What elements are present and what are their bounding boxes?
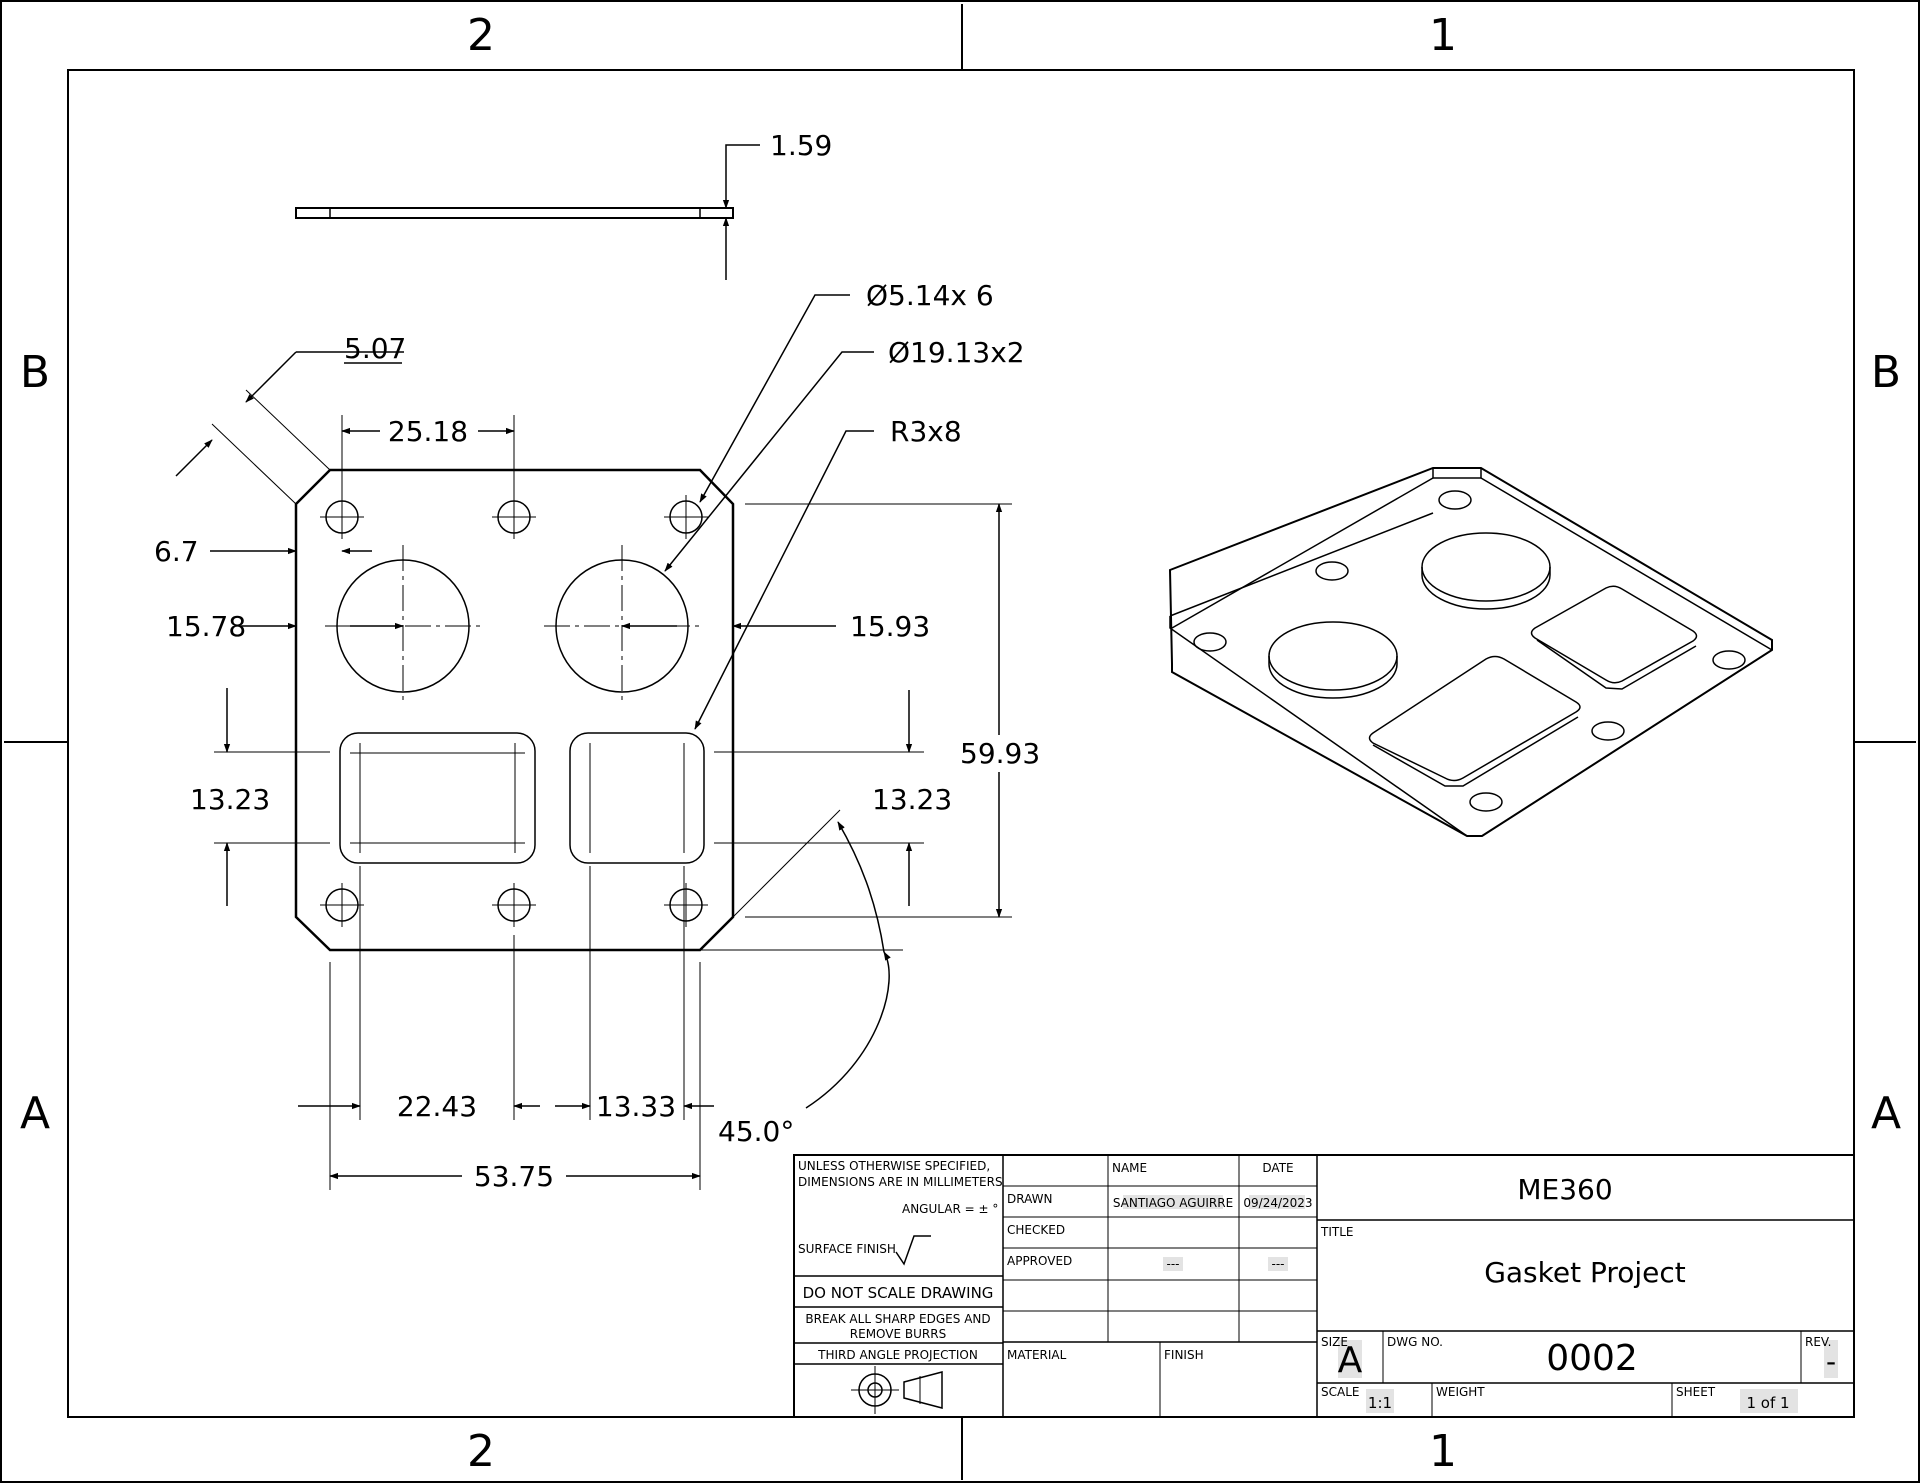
zone-label-left-a: A bbox=[20, 1088, 50, 1139]
revision: - bbox=[1826, 1345, 1836, 1378]
zone-label-top-1: 1 bbox=[1429, 10, 1457, 61]
dim-right-circle-offset: 15.93 bbox=[850, 610, 930, 643]
tolerance-note-line-2: DIMENSIONS ARE IN MILLIMETERS bbox=[798, 1175, 1003, 1189]
do-not-scale-note: DO NOT SCALE DRAWING bbox=[803, 1284, 994, 1302]
scale-label: SCALE bbox=[1321, 1385, 1359, 1399]
sheet-number: 1 of 1 bbox=[1746, 1394, 1789, 1412]
name-column-header: NAME bbox=[1112, 1161, 1147, 1175]
drawn-date: 09/24/2023 bbox=[1243, 1196, 1312, 1210]
drawn-name: SANTIAGO AGUIRRE bbox=[1113, 1196, 1233, 1210]
dim-top-hole-spacing: 25.18 bbox=[388, 415, 468, 448]
dim-overall-width: 53.75 bbox=[474, 1160, 554, 1193]
rect-slot-left bbox=[339, 732, 536, 864]
approved-label: APPROVED bbox=[1007, 1254, 1072, 1268]
projection-label: THIRD ANGLE PROJECTION bbox=[817, 1348, 978, 1362]
surface-finish-label: SURFACE FINISH bbox=[798, 1242, 896, 1256]
break-edges-line-1: BREAK ALL SHARP EDGES AND bbox=[805, 1312, 990, 1326]
weight-label: WEIGHT bbox=[1436, 1385, 1485, 1399]
checked-label: CHECKED bbox=[1007, 1223, 1065, 1237]
dim-thickness: 1.59 bbox=[770, 129, 832, 162]
drawn-label: DRAWN bbox=[1007, 1192, 1053, 1206]
dim-left-circle-offset: 15.78 bbox=[166, 610, 246, 643]
zone-label-right-b: B bbox=[1871, 347, 1901, 398]
date-column-header: DATE bbox=[1262, 1161, 1293, 1175]
dim-large-hole-callout: Ø19.13x2 bbox=[888, 336, 1025, 369]
zone-label-bottom-2: 2 bbox=[467, 1426, 495, 1477]
dim-left-edge-offset: 6.7 bbox=[154, 535, 199, 568]
small-hole-bottom-middle bbox=[492, 883, 536, 927]
large-hole-right bbox=[544, 545, 700, 705]
front-view bbox=[294, 468, 735, 952]
title-block bbox=[793, 1154, 1855, 1418]
large-hole-left bbox=[325, 545, 485, 705]
approved-date: --- bbox=[1272, 1257, 1285, 1271]
dimension-lines bbox=[175, 294, 1012, 1190]
dim-overall-height: 59.93 bbox=[960, 737, 1040, 770]
title-label: TITLE bbox=[1320, 1225, 1353, 1239]
dim-chamfer: 5.07 bbox=[344, 332, 406, 365]
zone-label-left-b: B bbox=[20, 347, 50, 398]
dim-chamfer-angle: 45.0° bbox=[718, 1115, 794, 1148]
zone-label-top-2: 2 bbox=[467, 10, 495, 61]
small-hole-top-middle bbox=[492, 495, 536, 539]
size-label: SIZE bbox=[1321, 1335, 1348, 1349]
isometric-view bbox=[1168, 467, 1773, 837]
rev-label: REV. bbox=[1805, 1335, 1831, 1349]
dim-corner-radius-callout: R3x8 bbox=[890, 415, 962, 448]
small-hole-bottom-left bbox=[320, 883, 364, 927]
drawing-title: Gasket Project bbox=[1484, 1256, 1686, 1289]
small-hole-top-left bbox=[320, 495, 364, 539]
dim-right-slot-height: 13.23 bbox=[872, 783, 952, 816]
drawing-number: 0002 bbox=[1546, 1338, 1638, 1379]
tolerance-note-line-1: UNLESS OTHERWISE SPECIFIED, bbox=[798, 1159, 990, 1173]
small-hole-bottom-right bbox=[664, 883, 708, 927]
approved-name: --- bbox=[1167, 1257, 1180, 1271]
square-slot-right bbox=[569, 732, 705, 864]
scale-value: 1:1 bbox=[1368, 1394, 1392, 1412]
side-view bbox=[295, 144, 760, 280]
dim-square-width: 13.33 bbox=[596, 1090, 676, 1123]
dim-slot-width: 22.43 bbox=[397, 1090, 477, 1123]
dim-left-slot-height: 13.23 bbox=[190, 783, 270, 816]
small-hole-top-right bbox=[664, 495, 708, 539]
dim-small-hole-callout: Ø5.14x 6 bbox=[866, 279, 994, 312]
break-edges-line-2: REMOVE BURRS bbox=[850, 1327, 946, 1341]
sheet-size: A bbox=[1338, 1340, 1363, 1381]
zone-label-right-a: A bbox=[1871, 1088, 1901, 1139]
zone-label-bottom-1: 1 bbox=[1429, 1426, 1457, 1477]
company-name: ME360 bbox=[1517, 1173, 1612, 1206]
sheet-label: SHEET bbox=[1676, 1385, 1716, 1399]
material-label: MATERIAL bbox=[1007, 1348, 1067, 1362]
dwg-no-label: DWG NO. bbox=[1387, 1335, 1443, 1349]
angular-tolerance: ANGULAR = ± ° bbox=[902, 1202, 998, 1216]
finish-label: FINISH bbox=[1164, 1348, 1204, 1362]
